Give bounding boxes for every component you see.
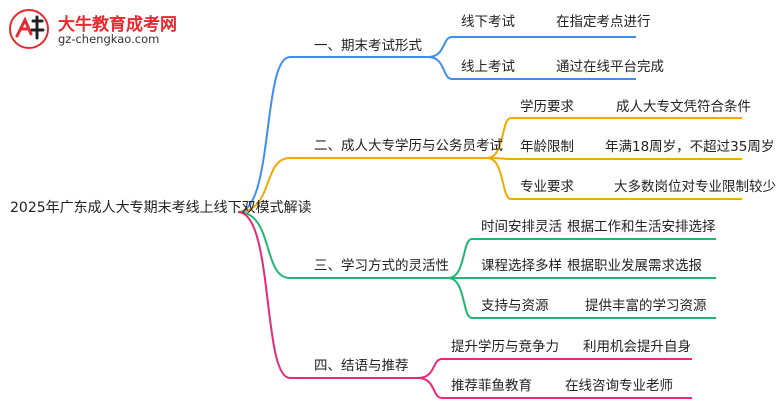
node-flexible-time: 时间安排灵活	[481, 219, 562, 235]
branch-connector	[237, 211, 418, 379]
leaf-connector	[427, 36, 636, 58]
node-course-choice-detail: 根据职业发展需求选报	[567, 258, 702, 274]
brand-logo: 大牛教育成考网 gz-chengkao.com	[6, 8, 216, 50]
leaf-connector	[486, 117, 742, 159]
node-flexible-time-detail: 根据工作和生活安排选择	[567, 219, 716, 235]
node-support-resources: 支持与资源	[481, 298, 549, 314]
branch-civil-service: 二、成人大专学历与公务员考试	[314, 138, 503, 154]
node-education-req-detail: 成人大专文凭符合条件	[616, 99, 751, 115]
node-offline-exam: 线下考试	[461, 14, 515, 30]
node-improve-competitiveness-detail: 利用机会提升自身	[583, 339, 691, 355]
branch-connector	[237, 157, 487, 213]
node-age-limit-detail: 年满18周岁，不超过35周岁	[605, 139, 775, 155]
node-course-choice: 课程选择多样	[481, 258, 562, 274]
logo-title: 大牛教育成考网	[58, 15, 177, 35]
node-online-exam-detail: 通过在线平台完成	[556, 59, 664, 75]
node-online-exam: 线上考试	[461, 59, 515, 75]
node-recommend-feiyu: 推荐菲鱼教育	[451, 378, 532, 394]
node-major-req: 专业要求	[520, 179, 574, 195]
branch-exam-format: 一、期末考试形式	[314, 38, 422, 54]
logo-url: gz-chengkao.com	[58, 32, 160, 46]
branch-conclusion: 四、结语与推荐	[314, 358, 409, 374]
node-offline-exam-detail: 在指定考点进行	[556, 14, 651, 30]
leaf-connector	[417, 377, 692, 399]
leaf-connector	[447, 238, 716, 279]
node-age-limit: 年龄限制	[520, 139, 574, 155]
branch-connector	[237, 56, 428, 213]
leaf-connector	[417, 358, 692, 379]
leaf-connector	[486, 157, 742, 200]
root-topic: 2025年广东成人大专期末考线上线下双模式解读	[10, 200, 312, 216]
node-improve-competitiveness: 提升学历与竞争力	[451, 339, 559, 355]
node-major-req-detail: 大多数岗位对专业限制较少	[614, 179, 776, 195]
branch-connector	[237, 211, 448, 279]
branch-flexibility: 三、学习方式的灵活性	[314, 258, 449, 274]
mindmap-connectors	[237, 36, 742, 399]
node-support-resources-detail: 提供丰富的学习资源	[585, 298, 707, 314]
mascot-icon	[9, 9, 49, 49]
node-recommend-feiyu-detail: 在线咨询专业老师	[565, 378, 673, 394]
leaf-connector	[427, 56, 636, 80]
leaf-connector	[447, 277, 716, 319]
node-education-req: 学历要求	[520, 99, 574, 115]
leaf-connector	[486, 157, 742, 160]
